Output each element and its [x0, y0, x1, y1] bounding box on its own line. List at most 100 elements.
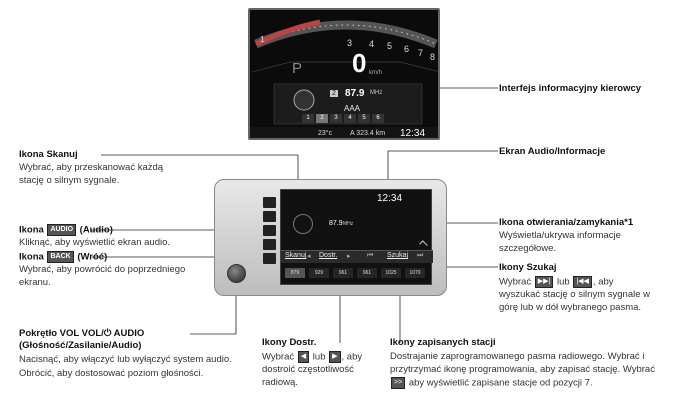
seek-label: Szukaj: [387, 252, 409, 259]
tach-number-3: 3: [347, 38, 353, 48]
preset-icon-6[interactable]: 1079: [405, 268, 425, 278]
tune-icons-line-1: Wybrać ◀ lub ▶, aby: [262, 351, 362, 364]
seek-down-symbol-icon: |◀◀: [573, 276, 592, 288]
open-close-line-2: szczegółowe.: [499, 243, 557, 254]
seek-down-icon[interactable]: ⏮: [367, 252, 374, 259]
cluster-temperature: 23°c: [318, 130, 333, 137]
presets-line-2: przytrzymać ikonę programowania, aby zap…: [390, 364, 655, 375]
tune-label: Dostr.: [319, 252, 338, 259]
tune-icons-l1-post: , aby: [341, 351, 363, 363]
tach-number-1: 1: [260, 35, 287, 44]
seek-icons-line-3: górę lub w dół wybranego pasma.: [499, 302, 642, 313]
vol-knob-line-1: Nacisnąć, aby włączyć lub wyłączyć syste…: [19, 354, 232, 365]
open-close-icon[interactable]: [419, 240, 428, 249]
cluster-freq-unit: MHz: [370, 90, 383, 96]
cluster-preset-badge: 2: [330, 90, 338, 97]
seek-icons-l1-pre: Wybrać: [499, 276, 532, 288]
back-symbol-icon: BACK: [47, 251, 74, 263]
scan-icon[interactable]: Skanuj: [285, 252, 307, 259]
tune-right-icon: ▶: [329, 351, 341, 363]
audio-icon-title: Ikona AUDIO (Audio): [19, 224, 113, 237]
back-icon-line-2: ekranu.: [19, 277, 51, 288]
seek-icons-line-2: wyszukać stację o silnym sygnale w: [499, 289, 650, 300]
back-icon-title-pre: Ikona: [19, 251, 44, 263]
driver-info-label: Interfejs informacyjny kierowcy: [499, 83, 642, 94]
seek-icons-title: Ikony Szukaj: [499, 262, 557, 273]
open-close-line-1: Wyświetla/ukrywa informacje: [499, 230, 621, 241]
cluster-preset-2: 2: [316, 114, 328, 123]
vol-knob-title-1: Pokrętło VOL VOL/⏻ AUDIO: [19, 328, 145, 339]
next-presets-icon: >>: [391, 377, 406, 389]
cluster-clock: 12:34: [400, 128, 426, 139]
gear-indicator: P: [292, 60, 303, 77]
tune-left-icon: ◀: [297, 351, 310, 363]
tune-icons-line-3: radiową.: [262, 377, 298, 388]
back-icon-title-post: (Wróć): [77, 251, 108, 263]
screen-frequency: 87.9: [329, 220, 343, 227]
audio-icon-title-post: (Audio): [79, 224, 113, 236]
cluster-preset-1: 1: [302, 114, 314, 123]
screen-clock: 12:34: [377, 193, 403, 204]
phone-button[interactable]: [263, 239, 276, 250]
preset-strip: 879 929 961 961 1025 1079: [285, 268, 425, 278]
tach-number-6: 6: [404, 44, 410, 54]
menu-button[interactable]: [263, 211, 276, 222]
vol-knob-line-2: Obrócić, aby dostosować poziom głośności…: [19, 368, 204, 379]
preset-icon-4[interactable]: 961: [357, 268, 377, 278]
speed-unit: km/h: [369, 70, 383, 76]
cluster-preset-5: 5: [358, 114, 370, 123]
screen-freq-unit: MHz: [343, 221, 354, 227]
home-button[interactable]: [263, 197, 276, 208]
presets-line-3: >> aby wyświetlić zapisane stacje od poz…: [390, 377, 593, 390]
radio-icon: [293, 214, 313, 234]
audio-button[interactable]: [263, 225, 276, 236]
seek-up-icon[interactable]: ⏭: [417, 252, 424, 259]
preset-icon-2[interactable]: 929: [309, 268, 329, 278]
cluster-preset-6: 6: [372, 114, 384, 123]
back-button[interactable]: [263, 253, 276, 264]
audio-info-title: Ekran Audio/Informacje: [499, 146, 606, 157]
tune-icons-line-2: dostroić częstotliwość: [262, 364, 354, 375]
preset-icon-5[interactable]: 1025: [381, 268, 401, 278]
presets-title: Ikony zapisanych stacji: [390, 337, 496, 348]
seek-icons-l1-mid: lub: [557, 276, 570, 288]
tune-down-icon[interactable]: ◂: [307, 253, 311, 260]
audio-icon-line-1: Kliknąć, aby wyświetlić ekran audio.: [19, 237, 171, 248]
scan-icon-line-2: stację o silnym sygnale.: [19, 175, 120, 186]
audio-symbol-icon: AUDIO: [47, 224, 77, 236]
presets-l3-post: aby wyświetlić zapisane stacje od pozycj…: [408, 377, 593, 389]
audio-icon-title-pre: Ikona: [19, 224, 44, 236]
presets-line-1: Dostrajanie zaprogramowanego pasma radio…: [390, 351, 645, 362]
preset-icon-3[interactable]: 961: [333, 268, 353, 278]
open-close-title: Ikona otwierania/zamykania*1: [499, 217, 634, 228]
scan-icon-line-1: Wybrać, aby przeskanować każdą: [19, 162, 164, 173]
tune-icons-l1-mid: lub: [312, 351, 326, 363]
back-icon-title: Ikona BACK (Wróć): [19, 251, 107, 264]
cluster-odometer: A 323.4 km: [350, 130, 386, 137]
cluster-preset-4: 4: [344, 114, 356, 123]
speed-value: 0: [352, 48, 367, 78]
cluster-frequency: 87.9: [345, 88, 365, 99]
cluster-preset-3: 3: [330, 114, 342, 123]
seek-icons-l1-post: , aby: [592, 276, 614, 288]
preset-icon-1[interactable]: 879: [285, 268, 305, 278]
tach-number-7: 7: [418, 48, 424, 58]
vol-knob-title-2: (Głośność/Zasilanie/Audio): [19, 340, 142, 351]
tune-icons-l1-pre: Wybrać: [262, 351, 295, 363]
tach-number-5: 5: [387, 41, 393, 51]
vol-power-knob[interactable]: [227, 264, 246, 283]
back-icon-line-1: Wybrać, aby powrócić do poprzedniego: [19, 264, 186, 275]
tach-number-4: 4: [369, 39, 375, 49]
scan-icon-title: Ikona Skanuj: [19, 149, 78, 160]
seek-up-symbol-icon: ▶▶|: [534, 276, 554, 288]
audio-info-screen: 12:34 87.9 MHz Skanuj ◂ Dostr. ▸ ⏮ Szuka…: [280, 189, 433, 285]
tune-icons-title: Ikony Dostr.: [262, 337, 317, 348]
tach-number-8: 8: [430, 52, 436, 62]
cluster-station-name: AAA: [344, 104, 361, 113]
tune-up-icon[interactable]: ▸: [347, 253, 351, 260]
control-bar: [281, 250, 433, 263]
seek-icons-line-1: Wybrać ▶▶| lub |◀◀, aby: [499, 276, 614, 289]
